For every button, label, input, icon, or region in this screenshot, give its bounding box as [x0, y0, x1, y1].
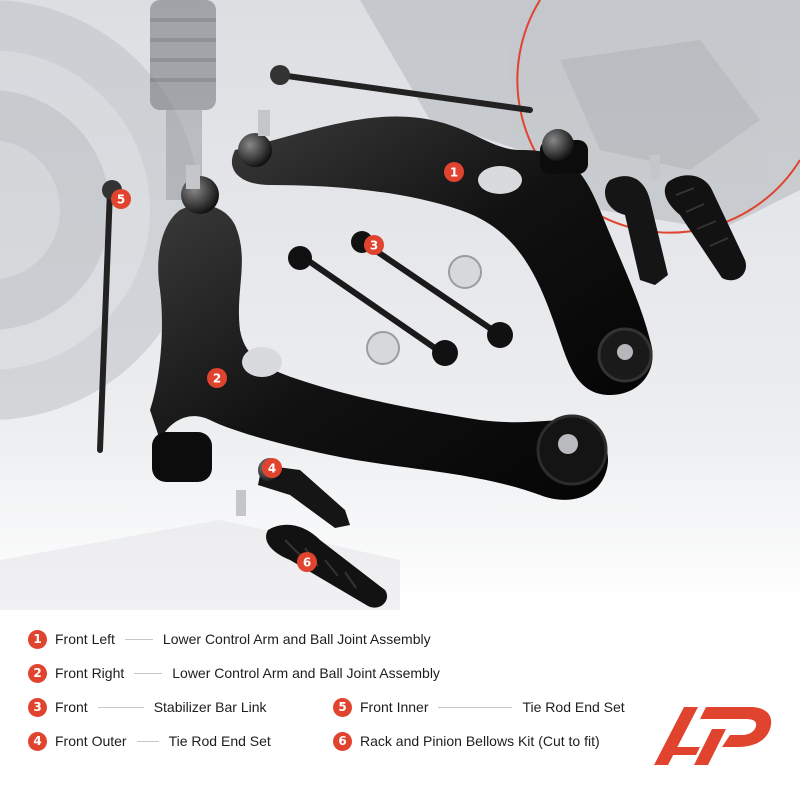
legend-divider [136, 740, 159, 742]
background-tire [0, 0, 200, 420]
legend-divider [134, 672, 163, 674]
photo-marker-label: 2 [213, 372, 221, 386]
stabilizer-bar-links [288, 231, 513, 366]
photo-marker-label: 1 [450, 166, 458, 180]
legend-number: 4 [28, 731, 47, 751]
legend-part: Tie Rod End Set [168, 733, 271, 749]
legend-number: 3 [28, 697, 47, 717]
photo-marker-5: 5 [111, 189, 131, 209]
legend-number: 1 [28, 629, 47, 649]
legend-number: 2 [28, 663, 47, 683]
photo-marker-label: 5 [117, 193, 125, 207]
photo-marker-3: 3 [364, 235, 384, 255]
photo-marker-4: 4 [262, 458, 282, 478]
photo-marker-1: 1 [444, 162, 464, 182]
legend-part: Tie Rod End Set [522, 699, 625, 715]
legend-part: Lower Control Arm and Ball Joint Assembl… [162, 631, 431, 647]
legend-divider [97, 706, 144, 708]
brand-logo-icon [654, 707, 772, 765]
control-arm-front-right [150, 165, 609, 500]
rack-bellows-right [664, 175, 746, 281]
legend-part: Lower Control Arm and Ball Joint Assembl… [172, 665, 440, 681]
legend-divider [124, 638, 153, 640]
legend-divider [438, 706, 513, 708]
legend-item-4: 4 Front Outer Tie Rod End Set [28, 730, 271, 752]
photo-marker-6: 6 [297, 552, 317, 572]
photo-marker-2: 2 [207, 368, 227, 388]
legend-position: Front Inner [360, 699, 429, 715]
legend-position: Front [55, 699, 88, 715]
legend-item-1: 1 Front Left Lower Control Arm and Ball … [28, 628, 431, 650]
outer-tie-rod-end-right [605, 155, 668, 285]
photo-marker-label: 6 [303, 556, 311, 570]
product-photo: 1 2 3 4 5 6 [0, 0, 800, 610]
legend-part: Rack and Pinion Bellows Kit (Cut to fit) [360, 733, 600, 749]
legend-position: Front Outer [55, 733, 127, 749]
stabilizer-washers [366, 255, 482, 365]
legend-item-6: 6 Rack and Pinion Bellows Kit (Cut to fi… [333, 730, 600, 752]
legend-item-5: 5 Front Inner Tie Rod End Set [333, 696, 625, 718]
legend-number: 5 [333, 697, 352, 717]
legend-position: Front Left [55, 631, 115, 647]
background-subframe [0, 0, 800, 610]
photo-marker-label: 4 [268, 462, 276, 476]
legend-position: Front Right [55, 665, 125, 681]
legend-item-2: 2 Front Right Lower Control Arm and Ball… [28, 662, 440, 684]
legend-part: Stabilizer Bar Link [153, 699, 267, 715]
legend-item-3: 3 Front Stabilizer Bar Link [28, 696, 267, 718]
legend-number: 6 [333, 731, 352, 751]
control-arm-front-left [231, 110, 653, 395]
photo-marker-label: 3 [370, 239, 378, 253]
